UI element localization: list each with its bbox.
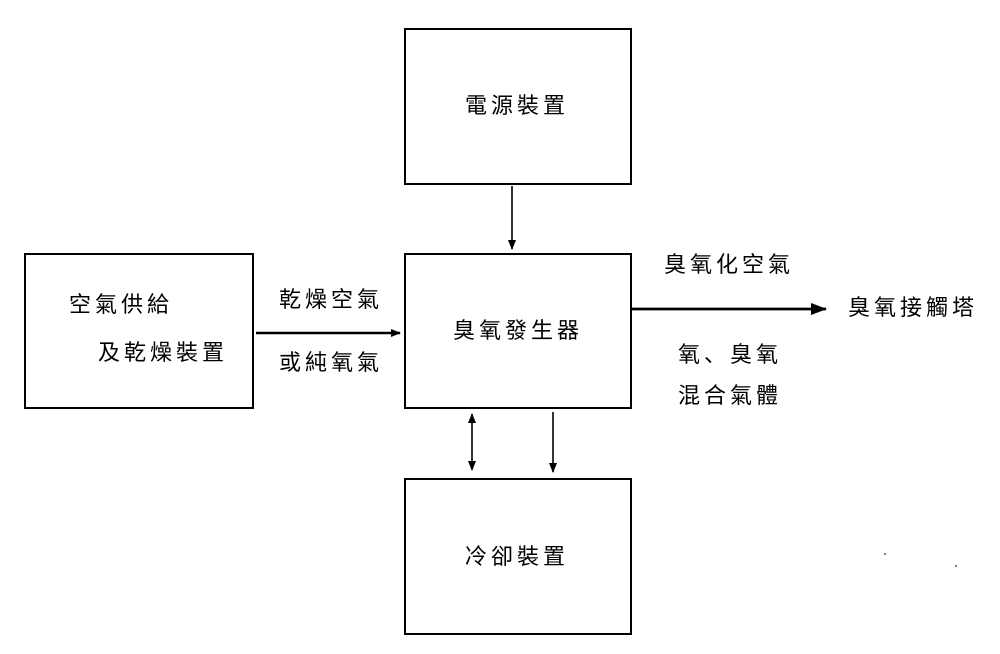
feed-gas-label-line1: 乾燥空氣	[279, 288, 384, 313]
air-supply-dryer-box	[24, 253, 254, 409]
ozone-generator-box	[404, 253, 632, 409]
ozone-contact-tower-label: 臭氧接觸塔	[848, 296, 979, 321]
scan-speck	[955, 565, 957, 567]
cooling-unit-label: 冷卻裝置	[465, 545, 570, 570]
air-supply-label-line2: 及乾燥裝置	[98, 341, 229, 366]
scan-speck	[884, 553, 886, 555]
power-supply-box	[404, 28, 632, 185]
feed-gas-label-line2: 或純氧氣	[279, 351, 384, 376]
power-supply-label: 電源裝置	[465, 94, 570, 119]
mixed-gas-label: 混合氣體	[678, 384, 783, 409]
ozone-generator-label: 臭氧發生器	[453, 319, 584, 344]
cooling-unit-box	[404, 478, 632, 635]
ozonized-air-label: 臭氧化空氣	[664, 253, 795, 278]
oxygen-ozone-label: 氧、臭氧	[678, 343, 783, 368]
air-supply-label-line1: 空氣供給	[69, 293, 174, 318]
